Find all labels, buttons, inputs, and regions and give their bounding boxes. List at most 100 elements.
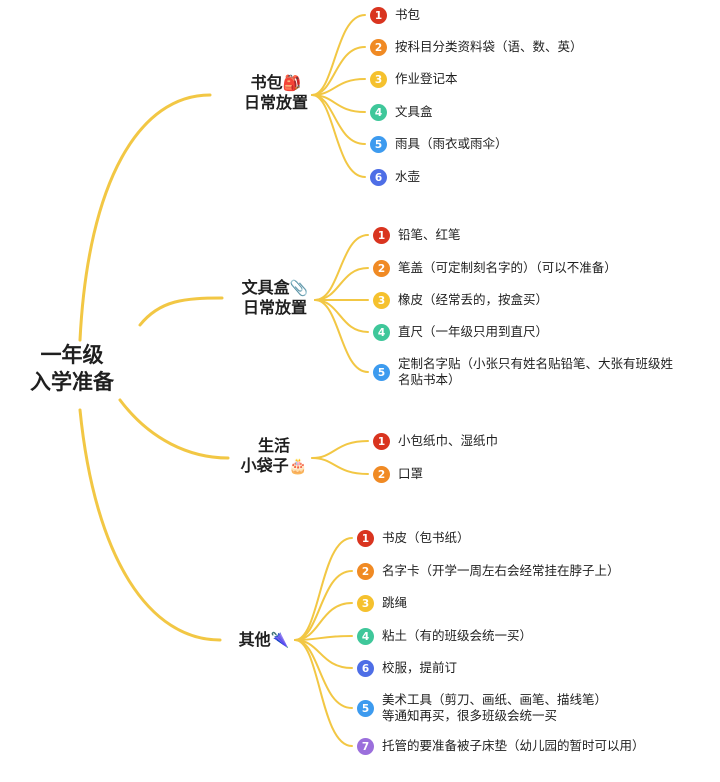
number-badge: 4 <box>370 104 387 121</box>
list-item: 1 小包纸巾、湿纸巾 <box>373 433 498 450</box>
connector-root-branch-2 <box>138 296 224 327</box>
list-item-text: 美术工具（剪刀、画纸、画笔、描线笔） <box>382 692 608 707</box>
connector-b2-5 <box>314 299 369 373</box>
connector-root-branch-4 <box>78 408 222 642</box>
connector-b1-1 <box>311 14 366 96</box>
list-item: 3 作业登记本 <box>370 71 458 88</box>
connector-b4-1 <box>294 537 353 641</box>
list-item: 4 直尺（一年级只用到直尺） <box>373 324 548 341</box>
list-item-text-line2: 等通知再买，很多班级会统一买 <box>382 708 558 723</box>
connector-root-branch-3 <box>118 398 230 460</box>
number-badge: 2 <box>357 563 374 580</box>
connector-b4-7 <box>294 639 353 747</box>
number-badge: 3 <box>373 292 390 309</box>
number-badge: 2 <box>373 466 390 483</box>
list-item-text: 粘土（有的班级会统一买） <box>382 628 533 643</box>
list-item: 4 粘土（有的班级会统一买） <box>357 628 532 645</box>
connector-b3-1 <box>311 440 369 459</box>
number-badge: 4 <box>357 628 374 645</box>
connector-b4-5 <box>294 639 353 669</box>
list-item: 3 橡皮（经常丢的，按盒买） <box>373 292 548 309</box>
list-item-text-line2: 名贴书本） <box>398 372 461 387</box>
branch-daily-pouch-title: 生活 <box>257 436 290 455</box>
number-badge: 6 <box>357 660 374 677</box>
number-badge: 1 <box>373 227 390 244</box>
connector-b2-2 <box>314 267 369 301</box>
root-title-line1: 一年级 <box>40 343 104 367</box>
connector-root-branch-1 <box>78 93 212 342</box>
list-item: 7 托管的要准备被子床垫（幼儿园的暂时可以用） <box>357 738 645 755</box>
list-item: 6 校服，提前订 <box>357 660 457 677</box>
branch-daily-pouch: 生活 小袋子🎂 <box>232 436 316 476</box>
root-node: 一年级 入学准备 <box>18 342 126 396</box>
list-item-text: 名字卡（开学一周左右会经常挂在脖子上） <box>382 563 620 578</box>
list-item: 5 定制名字贴（小张只有姓名贴铅笔、大张有班级姓 名贴书本） <box>373 356 673 388</box>
branch-others-title: 其他 <box>238 630 271 649</box>
list-item: 1 铅笔、红笔 <box>373 227 461 244</box>
list-item-text: 文具盒 <box>395 104 433 119</box>
connector-b1-5 <box>311 94 366 145</box>
list-item-text: 书皮（包书纸） <box>382 530 470 545</box>
connector-b1-2 <box>311 46 366 96</box>
list-item: 1 书包 <box>370 7 420 24</box>
paperclip-icon: 📎 <box>289 279 309 297</box>
list-item-text: 橡皮（经常丢的，按盒买） <box>398 292 549 307</box>
branch-bag: 书包🎒 日常放置 <box>236 73 316 113</box>
list-item-text: 口罩 <box>398 466 424 481</box>
list-item-text: 按科目分类资料袋（语、数、英） <box>395 39 583 54</box>
list-item-text-block: 定制名字贴（小张只有姓名贴铅笔、大张有班级姓 名贴书本） <box>398 356 673 388</box>
list-item-text: 跳绳 <box>382 595 408 610</box>
list-item: 5 美术工具（剪刀、画纸、画笔、描线笔） 等通知再买，很多班级会统一买 <box>357 692 607 724</box>
number-badge: 5 <box>373 364 390 381</box>
list-item: 5 雨具（雨衣或雨伞） <box>370 136 508 153</box>
connector-b3-2 <box>311 457 369 475</box>
branch-pencil-case-title: 文具盒 <box>241 278 290 297</box>
list-item-text: 书包 <box>395 7 421 22</box>
cake-icon: 🎂 <box>288 457 308 475</box>
list-item-text: 水壶 <box>395 169 421 184</box>
list-item-text: 小包纸巾、湿纸巾 <box>398 433 499 448</box>
list-item: 2 笔盖（可定制刻名字的）（可以不准备） <box>373 260 617 277</box>
list-item: 1 书皮（包书纸） <box>357 530 470 547</box>
root-title-line2: 入学准备 <box>30 370 114 394</box>
branch-pencil-case-subtitle: 日常放置 <box>242 298 307 317</box>
list-item-text: 直尺（一年级只用到直尺） <box>398 324 549 339</box>
number-badge: 1 <box>373 433 390 450</box>
number-badge: 6 <box>370 169 387 186</box>
list-item: 2 按科目分类资料袋（语、数、英） <box>370 39 583 56</box>
list-item: 4 文具盒 <box>370 104 433 121</box>
connector-b4-6 <box>294 639 353 709</box>
number-badge: 1 <box>370 7 387 24</box>
number-badge: 4 <box>373 324 390 341</box>
branch-others: 其他🌂 <box>232 630 296 650</box>
number-badge: 1 <box>357 530 374 547</box>
connector-b2-1 <box>314 234 369 301</box>
number-badge: 5 <box>370 136 387 153</box>
list-item: 3 跳绳 <box>357 595 407 612</box>
branch-bag-title: 书包 <box>250 73 283 92</box>
list-item-text: 铅笔、红笔 <box>398 227 461 242</box>
number-badge: 3 <box>370 71 387 88</box>
list-item-text: 笔盖（可定制刻名字的）（可以不准备） <box>398 260 617 275</box>
list-item-text: 定制名字贴（小张只有姓名贴铅笔、大张有班级姓 <box>398 356 674 371</box>
list-item-text: 作业登记本 <box>395 71 458 86</box>
number-badge: 2 <box>373 260 390 277</box>
list-item: 2 口罩 <box>373 466 423 483</box>
umbrella-icon: 🌂 <box>270 631 290 649</box>
number-badge: 7 <box>357 738 374 755</box>
connector-b1-6 <box>311 94 366 178</box>
list-item-text: 托管的要准备被子床垫（幼儿园的暂时可以用） <box>382 738 645 753</box>
list-item-text: 雨具（雨衣或雨伞） <box>395 136 508 151</box>
backpack-icon: 🎒 <box>282 74 302 92</box>
list-item-text-block: 美术工具（剪刀、画纸、画笔、描线笔） 等通知再买，很多班级会统一买 <box>382 692 607 724</box>
branch-bag-subtitle: 日常放置 <box>243 93 308 112</box>
list-item-text: 校服，提前订 <box>382 660 458 675</box>
connector-b4-2 <box>294 570 353 641</box>
branch-daily-pouch-subtitle: 小袋子 <box>240 456 289 475</box>
connector-b2-4 <box>314 299 369 333</box>
branch-pencil-case: 文具盒📎 日常放置 <box>230 278 320 318</box>
number-badge: 5 <box>357 700 374 717</box>
list-item: 2 名字卡（开学一周左右会经常挂在脖子上） <box>357 563 620 580</box>
number-badge: 3 <box>357 595 374 612</box>
